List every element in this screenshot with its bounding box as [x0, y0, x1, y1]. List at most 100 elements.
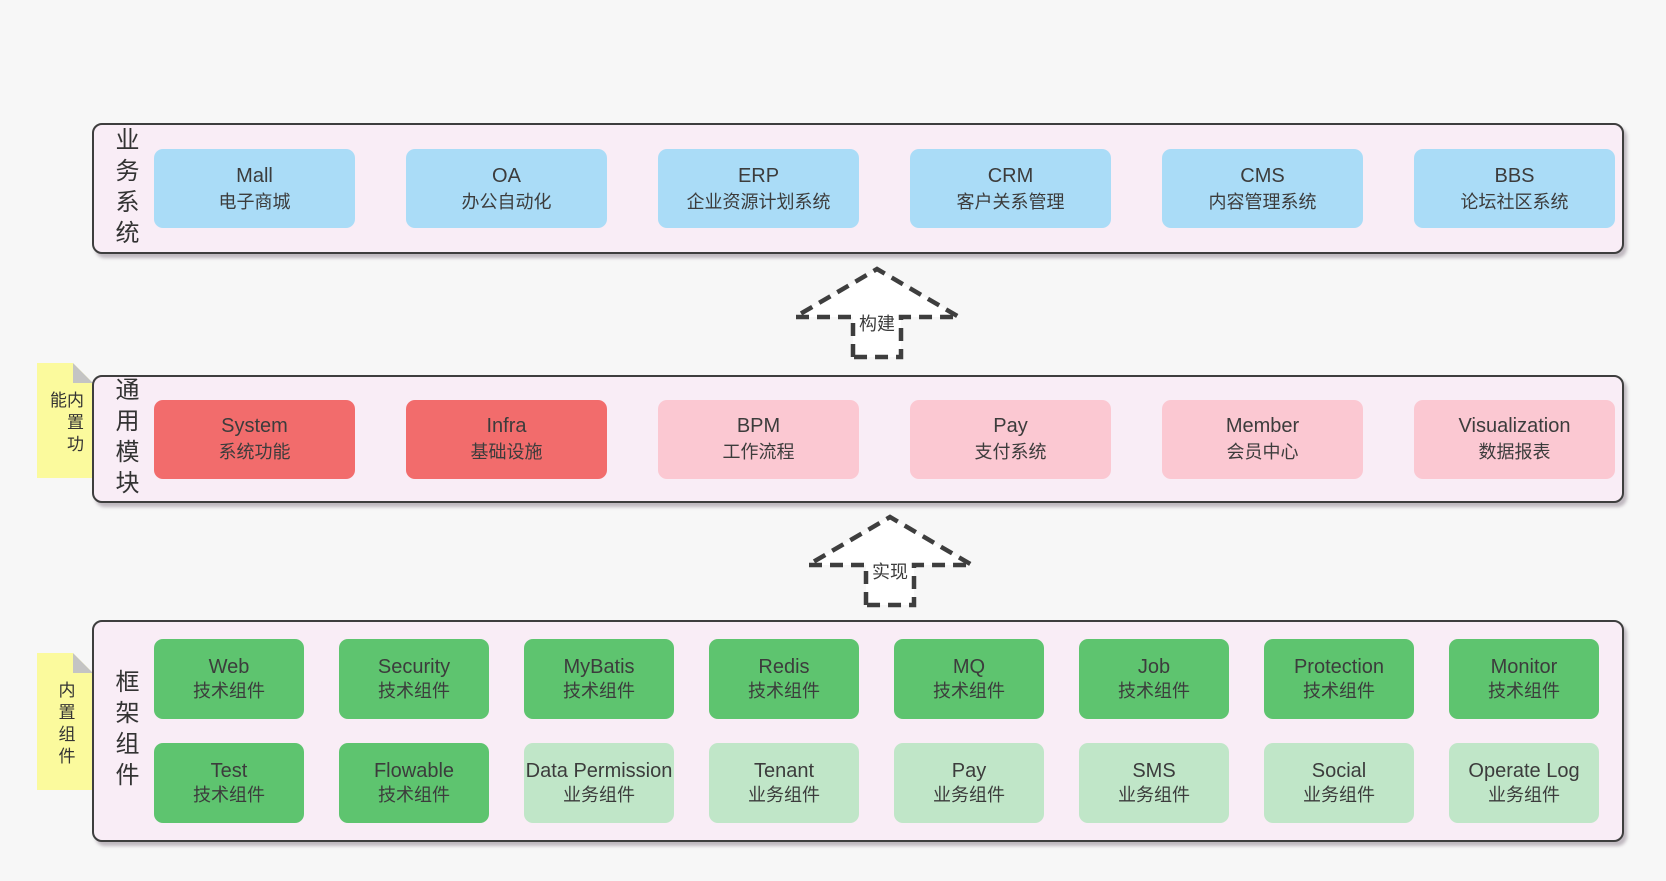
box-redis: Redis 技术组件	[709, 639, 859, 719]
box-subtitle: 技术组件	[193, 681, 265, 701]
box-name: Redis	[758, 656, 810, 678]
row-label-column: 框架组件	[94, 622, 154, 840]
box-visualization: Visualization 数据报表	[1414, 399, 1615, 479]
box-name: Job	[1137, 656, 1171, 678]
folded-corner-icon	[73, 363, 93, 383]
box-subtitle: 技术组件	[378, 681, 450, 701]
box-subtitle: 基础设施	[470, 442, 543, 462]
box-subtitle: 办公自动化	[461, 191, 552, 212]
box-subtitle: 技术组件	[1488, 681, 1560, 701]
box-subtitle: 客户关系管理	[956, 191, 1065, 212]
box-operate-log: Operate Log 业务组件	[1449, 743, 1599, 823]
box-name: Security	[377, 656, 451, 678]
box-oa: OA 办公自动化	[406, 149, 607, 228]
box-subtitle: 电子商城	[218, 191, 291, 212]
box-web: Web 技术组件	[154, 639, 304, 719]
box-erp: ERP 企业资源计划系统	[658, 149, 859, 228]
box-crm: CRM 客户关系管理	[910, 149, 1111, 228]
box-subtitle: 技术组件	[1118, 681, 1190, 701]
component-row-2: Test 技术组件 Flowable 技术组件 Data Permission …	[154, 743, 1622, 823]
box-sms: SMS 业务组件	[1079, 743, 1229, 823]
implement-arrow-label: 实现	[870, 558, 910, 584]
box-subtitle: 内容管理系统	[1208, 191, 1317, 212]
box-name: Pay	[993, 415, 1028, 437]
box-flowable: Flowable 技术组件	[339, 743, 489, 823]
builtin-components-label: 内置组件	[55, 681, 75, 769]
framework-components-label: 框架组件	[111, 669, 138, 793]
box-subtitle: 工作流程	[722, 442, 795, 462]
box-name: Mall	[236, 164, 273, 187]
component-boxes: Web 技术组件 Security 技术组件 MyBatis 技术组件 Redi…	[154, 622, 1622, 840]
box-subtitle: 技术组件	[193, 785, 265, 805]
box-tenant: Tenant 业务组件	[709, 743, 859, 823]
box-bpm: BPM 工作流程	[658, 399, 859, 479]
row-label-column: 业务系统	[94, 125, 154, 252]
box-mall: Mall 电子商城	[154, 149, 355, 228]
common-modules-label: 通用模块	[111, 377, 138, 501]
box-name: CMS	[1240, 164, 1285, 187]
box-name: OA	[492, 164, 521, 187]
box-subtitle: 技术组件	[378, 785, 450, 805]
box-subtitle: 技术组件	[933, 681, 1005, 701]
implement-arrow: 实现	[805, 514, 975, 608]
box-name: Data Permission	[525, 760, 673, 782]
box-name: MyBatis	[563, 656, 635, 678]
box-subtitle: 技术组件	[1303, 681, 1375, 701]
box-name: ERP	[737, 164, 780, 187]
box-bbs: BBS 论坛社区系统	[1414, 149, 1615, 228]
box-subtitle: 支付系统	[974, 442, 1047, 462]
builtin-features-note: 内置功能	[37, 363, 93, 478]
box-job: Job 技术组件	[1079, 639, 1229, 719]
box-monitor: Monitor 技术组件	[1449, 639, 1599, 719]
business-systems-label: 业务系统	[111, 126, 138, 251]
box-mybatis: MyBatis 技术组件	[524, 639, 674, 719]
box-name: MQ	[952, 656, 986, 678]
box-name: CRM	[987, 164, 1034, 187]
box-subtitle: 业务组件	[1118, 785, 1190, 805]
build-arrow-label: 构建	[857, 310, 897, 336]
box-protection: Protection 技术组件	[1264, 639, 1414, 719]
box-security: Security 技术组件	[339, 639, 489, 719]
box-subtitle: 企业资源计划系统	[686, 191, 831, 212]
box-cms: CMS 内容管理系统	[1162, 149, 1363, 228]
box-name: Operate Log	[1468, 760, 1580, 782]
row-label-column: 通用模块	[94, 377, 154, 501]
box-subtitle: 业务组件	[563, 785, 635, 805]
box-test: Test 技术组件	[154, 743, 304, 823]
box-subtitle: 业务组件	[1488, 785, 1560, 805]
box-name: Pay	[951, 760, 987, 782]
common-modules-row: 通用模块 System 系统功能 Infra 基础设施 BPM 工作流程 Pay…	[92, 375, 1624, 503]
box-subtitle: 数据报表	[1478, 442, 1551, 462]
builtin-features-label: 内置功能	[47, 391, 83, 457]
business-systems-row: 业务系统 Mall 电子商城 OA 办公自动化 ERP 企业资源计划系统 CRM…	[92, 123, 1624, 254]
box-member: Member 会员中心	[1162, 399, 1363, 479]
box-name: Monitor	[1490, 656, 1558, 678]
box-name: System	[221, 415, 288, 437]
box-subtitle: 业务组件	[748, 785, 820, 805]
box-pay-component: Pay 业务组件	[894, 743, 1044, 823]
builtin-components-note: 内置组件	[37, 653, 93, 790]
box-mq: MQ 技术组件	[894, 639, 1044, 719]
box-name: Flowable	[373, 760, 455, 782]
box-name: Test	[210, 760, 248, 782]
box-name: BPM	[736, 415, 781, 437]
box-name: Social	[1311, 760, 1367, 782]
box-subtitle: 技术组件	[748, 681, 820, 701]
box-subtitle: 技术组件	[563, 681, 635, 701]
box-name: Member	[1225, 415, 1300, 437]
box-name: Web	[208, 656, 250, 678]
box-name: Infra	[486, 415, 527, 437]
component-row-1: Web 技术组件 Security 技术组件 MyBatis 技术组件 Redi…	[154, 639, 1622, 719]
box-name: Protection	[1293, 656, 1385, 678]
box-name: BBS	[1494, 164, 1535, 187]
box-pay-module: Pay 支付系统	[910, 399, 1111, 479]
build-arrow: 构建	[792, 266, 962, 360]
box-system: System 系统功能	[154, 399, 355, 479]
box-subtitle: 业务组件	[933, 785, 1005, 805]
box-subtitle: 会员中心	[1226, 442, 1299, 462]
box-name: SMS	[1132, 760, 1176, 782]
folded-corner-icon	[73, 653, 93, 673]
box-name: Tenant	[753, 760, 815, 782]
box-infra: Infra 基础设施	[406, 399, 607, 479]
